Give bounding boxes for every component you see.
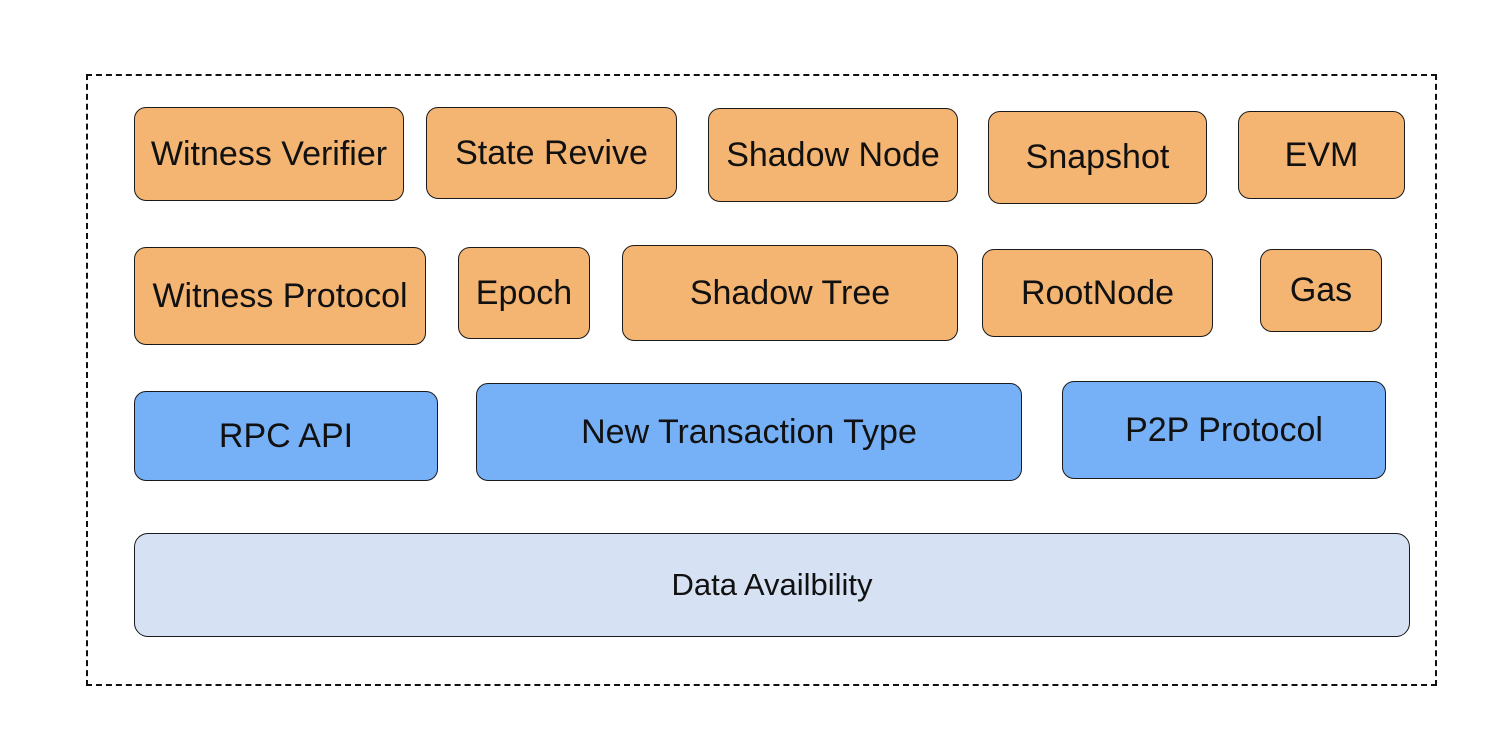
epoch-box: Epoch bbox=[458, 247, 590, 339]
state-revive-box: State Revive bbox=[426, 107, 677, 199]
dashed-container bbox=[86, 74, 1437, 686]
state-revive-label: State Revive bbox=[455, 133, 648, 172]
p2p-protocol-box: P2P Protocol bbox=[1062, 381, 1386, 479]
rpc-api-box: RPC API bbox=[134, 391, 438, 481]
witness-protocol-label: Witness Protocol bbox=[152, 276, 408, 315]
rpc-api-label: RPC API bbox=[218, 416, 354, 455]
evm-box: EVM bbox=[1238, 111, 1405, 199]
evm-label: EVM bbox=[1284, 135, 1359, 174]
snapshot-box: Snapshot bbox=[988, 111, 1207, 204]
gas-label: Gas bbox=[1289, 271, 1353, 309]
gas-box: Gas bbox=[1260, 249, 1382, 332]
rootnode-label: RootNode bbox=[1020, 273, 1175, 312]
witness-verifier-box: Witness Verifier bbox=[134, 107, 404, 201]
shadow-node-box: Shadow Node bbox=[708, 108, 958, 202]
data-availbility-label: Data Availbility bbox=[671, 567, 873, 602]
snapshot-label: Snapshot bbox=[1025, 138, 1170, 176]
p2p-protocol-label: P2P Protocol bbox=[1125, 410, 1323, 449]
shadow-tree-box: Shadow Tree bbox=[622, 245, 958, 341]
new-transaction-type-label: New Transaction Type bbox=[581, 412, 917, 451]
witness-verifier-label: Witness Verifier bbox=[150, 134, 388, 173]
rootnode-box: RootNode bbox=[982, 249, 1213, 337]
data-availbility-box: Data Availbility bbox=[134, 533, 1410, 637]
epoch-label: Epoch bbox=[475, 273, 573, 312]
new-transaction-type-box: New Transaction Type bbox=[476, 383, 1022, 481]
shadow-node-label: Shadow Node bbox=[726, 135, 940, 174]
witness-protocol-box: Witness Protocol bbox=[134, 247, 426, 345]
shadow-tree-label: Shadow Tree bbox=[689, 273, 891, 312]
